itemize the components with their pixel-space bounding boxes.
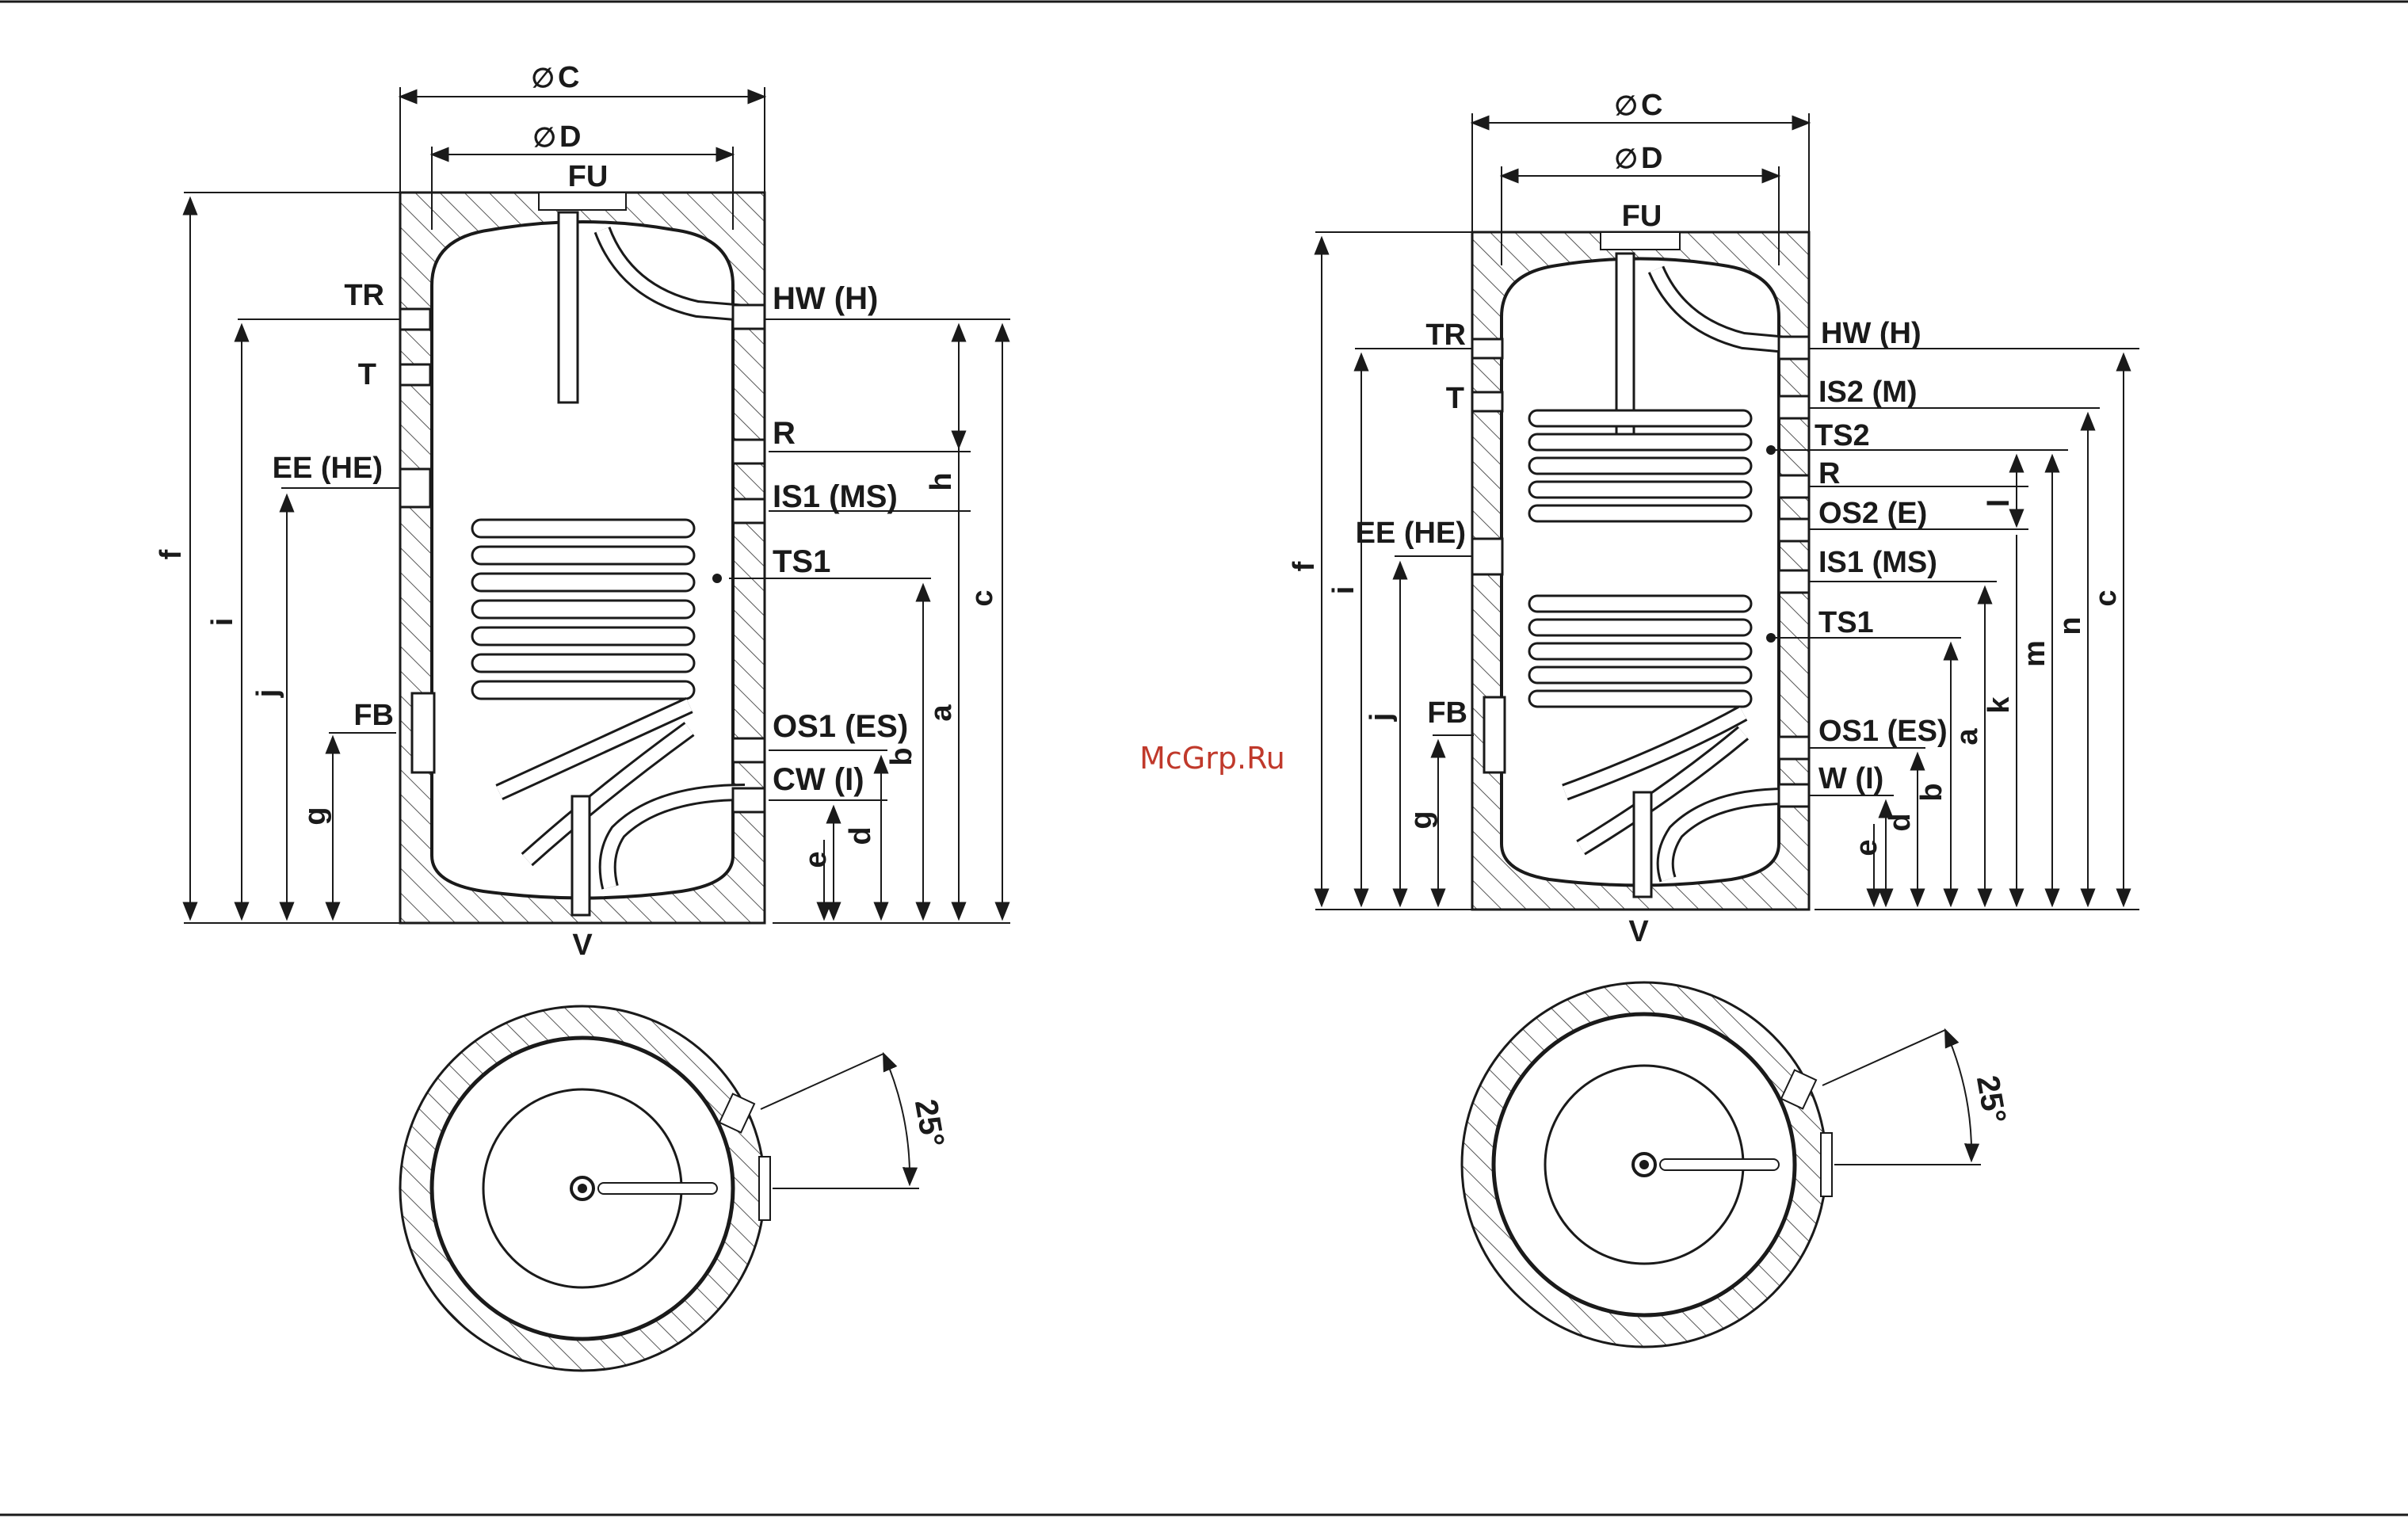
right-label-w-i: W (I) — [1818, 762, 1883, 795]
left-dim-d: d — [844, 826, 877, 845]
right-dim-label-d: D — [1641, 142, 1662, 175]
left-dim-i: i — [206, 618, 239, 627]
right-label-ts2: TS2 — [1815, 419, 1870, 452]
right-label-tr: TR — [1425, 318, 1466, 352]
left-label-ee-he: EE (HE) — [273, 452, 383, 485]
right-dim-i: i — [1327, 586, 1360, 595]
left-dim-label-c: C — [558, 61, 579, 94]
left-label-cw-i: CW (I) — [773, 762, 864, 797]
left-dim-e: e — [799, 851, 833, 868]
right-label-os2-e: OS2 (E) — [1818, 497, 1927, 530]
right-dim-e: e — [1850, 839, 1883, 856]
left-dim-symbol-c: ∅ — [531, 63, 555, 93]
left-label-hw-h: HW (H) — [773, 281, 878, 316]
right-tank-diagram — [1315, 113, 2139, 910]
right-label-is1-ms: IS1 (MS) — [1818, 546, 1937, 579]
right-dim-g: g — [1405, 810, 1438, 829]
left-dim-a: a — [925, 704, 958, 722]
right-dim-symbol-d: ∅ — [1614, 144, 1638, 174]
right-label-r: R — [1818, 457, 1840, 490]
right-dim-m: m — [2018, 640, 2051, 667]
right-dim-k: k — [1982, 696, 2016, 714]
left-dim-f: f — [155, 549, 188, 559]
left-dim-h: h — [925, 472, 958, 490]
right-label-ee-he: EE (HE) — [1356, 517, 1466, 550]
left-label-v: V — [572, 929, 593, 962]
left-dim-label-d: D — [559, 120, 581, 154]
right-dim-a: a — [1951, 728, 1984, 746]
right-label-os1-es: OS1 (ES) — [1818, 715, 1948, 748]
watermark-text: McGrp.Ru — [1139, 741, 1285, 776]
right-dim-f: f — [1288, 561, 1321, 571]
right-dim-d: d — [1883, 813, 1917, 831]
right-dim-c: c — [2089, 589, 2123, 606]
right-dim-n: n — [2054, 616, 2087, 635]
left-label-fb: FB — [353, 699, 394, 732]
left-label-t: T — [358, 358, 376, 391]
right-label-ts1: TS1 — [1818, 606, 1874, 639]
left-dim-c: c — [966, 589, 999, 606]
left-dim-j: j — [251, 689, 284, 699]
left-label-ts1: TS1 — [773, 544, 830, 579]
left-angle-label: 25° — [908, 1097, 951, 1150]
right-dim-label-c: C — [1641, 89, 1662, 122]
right-label-is2-m: IS2 (M) — [1818, 376, 1918, 409]
left-label-os1-es: OS1 (ES) — [773, 709, 908, 744]
left-label-fu: FU — [568, 160, 609, 193]
left-dim-g: g — [299, 807, 332, 825]
left-label-is1-ms: IS1 (MS) — [773, 479, 898, 514]
left-plan-view — [400, 1006, 919, 1371]
left-label-tr: TR — [344, 279, 384, 312]
right-label-v: V — [1628, 915, 1649, 948]
right-label-fb: FB — [1427, 696, 1467, 730]
right-dim-j: j — [1364, 713, 1398, 723]
right-label-fu: FU — [1622, 200, 1662, 233]
right-angle-label: 25° — [1970, 1073, 2013, 1126]
right-label-t: T — [1446, 382, 1464, 415]
right-dim-l: l — [1982, 499, 2016, 508]
left-label-r: R — [773, 416, 796, 451]
right-dim-b: b — [1915, 783, 1948, 801]
left-dim-symbol-d: ∅ — [532, 123, 556, 153]
left-dim-b: b — [885, 747, 918, 765]
right-label-hw-h: HW (H) — [1821, 317, 1921, 350]
right-plan-view — [1462, 982, 1981, 1347]
right-dim-symbol-c: ∅ — [1614, 91, 1638, 121]
